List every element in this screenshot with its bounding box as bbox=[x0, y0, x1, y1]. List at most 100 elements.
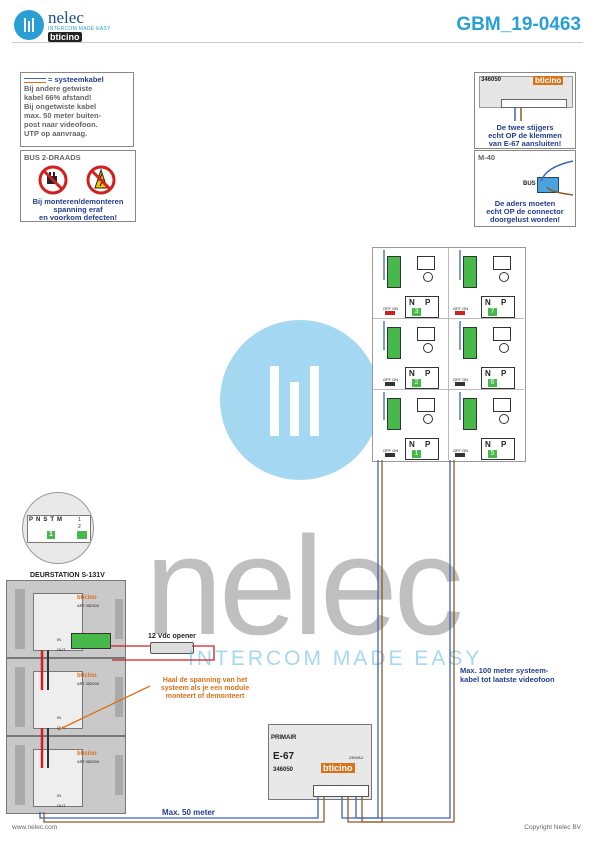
header-divider bbox=[12, 42, 583, 43]
brand-name: nelec bbox=[48, 8, 84, 27]
voltage-note: Haal de spanning van het systeem als je … bbox=[150, 677, 260, 701]
door-cable-blue bbox=[39, 797, 319, 819]
monitor-dip bbox=[405, 438, 439, 460]
monitor-switch: OFF ON bbox=[383, 377, 399, 382]
monitor-button bbox=[499, 343, 509, 353]
monitor-p: P bbox=[425, 298, 431, 307]
dip-switch-labels: PNSTM bbox=[29, 517, 66, 523]
terminal-out: OUT bbox=[57, 647, 66, 652]
monitor-switch-off bbox=[385, 453, 395, 457]
module-hinge bbox=[115, 677, 123, 717]
monitor-grid: N P 3 OFF ON N P 7 OFF ON N P 2 OFF ON N… bbox=[372, 247, 526, 462]
terminal-in: IN bbox=[57, 715, 61, 720]
monitor-switch-red bbox=[385, 311, 395, 315]
door-station: bticino ART.352300 IN OUT bticino ART.35… bbox=[6, 580, 126, 814]
monitor-n: N bbox=[485, 369, 491, 378]
ps-terminal-block bbox=[313, 785, 369, 797]
monitor-p: P bbox=[501, 298, 507, 307]
monitor-switch: OFF ON bbox=[383, 306, 399, 311]
legend-line: UTP op aanvraag. bbox=[24, 129, 88, 138]
module-terminal-block bbox=[71, 633, 111, 649]
monitor-screen bbox=[417, 256, 435, 270]
monitor-button bbox=[423, 343, 433, 353]
watermark-tagline: INTERCOM MADE EASY bbox=[188, 647, 483, 670]
m40-box: M-40 BUS De aders moeten echt OP de conn… bbox=[474, 150, 576, 227]
e67-mini-terminals bbox=[501, 99, 567, 108]
monitor-switch: OFF ON bbox=[453, 306, 469, 311]
monitor-p: P bbox=[501, 369, 507, 378]
riser2-cable-blue bbox=[355, 460, 451, 819]
monitor-switch: OFF ON bbox=[383, 448, 399, 453]
no-voltage-icon bbox=[86, 165, 116, 195]
door-module: bticino ART.352000 IN OUT bbox=[6, 736, 126, 814]
legend-line: max. 50 meter buiten- bbox=[24, 111, 102, 120]
m40-connector bbox=[537, 177, 559, 193]
max-system-line: Max. 100 meter systeem- bbox=[460, 666, 549, 675]
bus-warning-box: BUS 2-DRAADS Bij monteren/demonteren spa… bbox=[20, 150, 136, 222]
module-rail bbox=[15, 589, 25, 649]
door-cable-brown bbox=[43, 797, 325, 823]
bus-warning-line: en voorkom defecten! bbox=[39, 213, 117, 222]
monitor-p: P bbox=[501, 440, 507, 449]
module-code: ART.352000 bbox=[77, 681, 99, 686]
monitor-unit: N P 5 OFF ON bbox=[449, 390, 524, 460]
module-rail bbox=[15, 745, 25, 805]
bus-title: BUS 2-DRAADS bbox=[24, 153, 81, 162]
e67-note-line: De twee stijgers bbox=[496, 123, 554, 132]
monitor-n: N bbox=[409, 369, 415, 378]
door-module: bticino ART.352000 IN OUT bbox=[6, 658, 126, 736]
nelec-logo bbox=[14, 10, 44, 40]
monitor-unit: N P 2 OFF ON bbox=[373, 319, 449, 390]
terminal-out: OUT bbox=[57, 725, 66, 730]
monitor-button bbox=[423, 272, 433, 282]
module-brand: bticino bbox=[77, 595, 97, 601]
monitor-button bbox=[499, 272, 509, 282]
legend-line: kabel 66% afstand! bbox=[24, 93, 92, 102]
monitor-n: N bbox=[409, 298, 415, 307]
monitor-unit: N P 6 OFF ON bbox=[449, 319, 524, 390]
door-station-title: DEURSTATION S-131V bbox=[30, 572, 105, 579]
monitor-unit: N P 7 OFF ON bbox=[449, 248, 524, 319]
monitor-terminal bbox=[463, 327, 477, 359]
monitor-switch-off bbox=[385, 382, 395, 386]
monitor-dip bbox=[481, 438, 515, 460]
monitor-p: P bbox=[425, 369, 431, 378]
m40-note-line: echt OP de connector bbox=[486, 207, 564, 216]
monitor-screen bbox=[493, 256, 511, 270]
voltage-note-line: systeem als je een module bbox=[160, 685, 250, 692]
monitor-dip bbox=[481, 296, 515, 318]
module-code: ART.352300 bbox=[77, 603, 99, 608]
opener-device bbox=[150, 642, 194, 654]
monitor-terminal bbox=[387, 398, 401, 430]
no-power-icons bbox=[38, 165, 116, 195]
module-code: ART.352000 bbox=[77, 759, 99, 764]
monitor-unit: N P 3 OFF ON bbox=[373, 248, 449, 319]
monitor-button bbox=[423, 414, 433, 424]
monitor-p: P bbox=[425, 440, 431, 449]
monitor-terminal bbox=[463, 398, 477, 430]
max-system-line: kabel tot laatste videofoon bbox=[460, 675, 555, 684]
footer-website[interactable]: www.nelec.com bbox=[12, 824, 58, 831]
monitor-switch: OFF ON bbox=[453, 377, 469, 382]
terminal-in: IN bbox=[57, 637, 61, 642]
monitor-n: N bbox=[485, 440, 491, 449]
max-system-note: Max. 100 meter systeem- kabel tot laatst… bbox=[460, 666, 555, 684]
monitor-n: N bbox=[409, 440, 415, 449]
m40-note-line: De aders moeten bbox=[494, 199, 556, 208]
voltage-pointer bbox=[57, 685, 151, 731]
dip-label-1: 1 bbox=[78, 517, 81, 523]
module-hinge bbox=[115, 599, 123, 639]
monitor-terminal bbox=[463, 256, 477, 288]
terminal-out: OUT bbox=[57, 803, 66, 808]
e67-mini-brand: bticino bbox=[533, 76, 564, 85]
ps-part: 346050 bbox=[273, 767, 294, 773]
max-50-note: Max. 50 meter bbox=[162, 808, 215, 817]
monitor-screen bbox=[417, 398, 435, 412]
ps-brand: bticino bbox=[321, 763, 355, 773]
e67-note-line: van E-67 aansluiten! bbox=[488, 139, 562, 148]
monitor-n: N bbox=[485, 298, 491, 307]
ps-model: E-67 bbox=[273, 751, 295, 762]
watermark-word: nelec bbox=[145, 507, 464, 664]
opener-cable bbox=[110, 645, 215, 661]
